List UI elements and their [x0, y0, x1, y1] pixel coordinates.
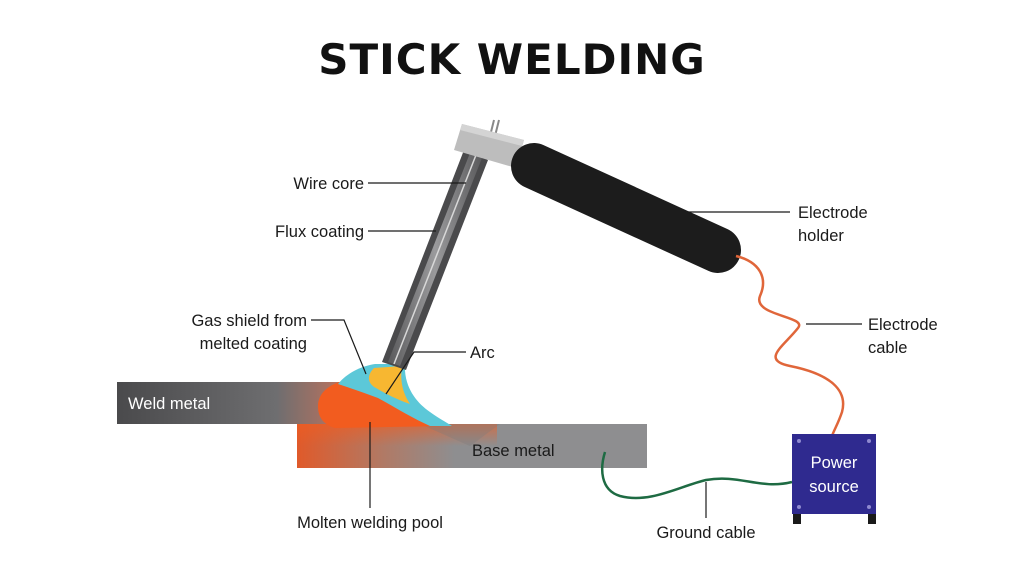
base-metal-plate [297, 424, 647, 468]
label-electrode-cable-line1: Electrode [868, 316, 938, 334]
electrode-rod [382, 150, 488, 370]
ground-cable [601, 451, 793, 500]
label-gas-shield-line2: melted coating [200, 335, 307, 353]
label-base-metal: Base metal [472, 442, 555, 460]
label-ground-cable: Ground cable [656, 524, 755, 542]
label-molten-pool: Molten welding pool [297, 514, 443, 532]
power-source-label-line2: source [809, 478, 859, 496]
leader-gas-shield [311, 319, 367, 375]
label-electrode-holder-line1: Electrode [798, 204, 868, 222]
holder-clamp [454, 119, 524, 168]
electrode-cable [735, 254, 845, 437]
power-source-box: Power source [792, 434, 876, 524]
label-gas-shield-line1: Gas shield from [191, 312, 307, 330]
label-arc: Arc [470, 344, 495, 362]
arc-flame [368, 366, 410, 404]
leader-lines [311, 182, 862, 518]
label-weld-metal: Weld metal [128, 395, 210, 413]
leader-arc [385, 351, 466, 395]
power-source-label-line1: Power [811, 454, 858, 472]
label-electrode-cable-line2: cable [868, 339, 907, 357]
label-flux-coating: Flux coating [275, 223, 364, 241]
electrode-holder [511, 143, 741, 273]
label-wire-core: Wire core [293, 175, 364, 193]
label-electrode-holder-line2: holder [798, 227, 844, 245]
diagram-title: STICK WELDING [318, 35, 705, 84]
